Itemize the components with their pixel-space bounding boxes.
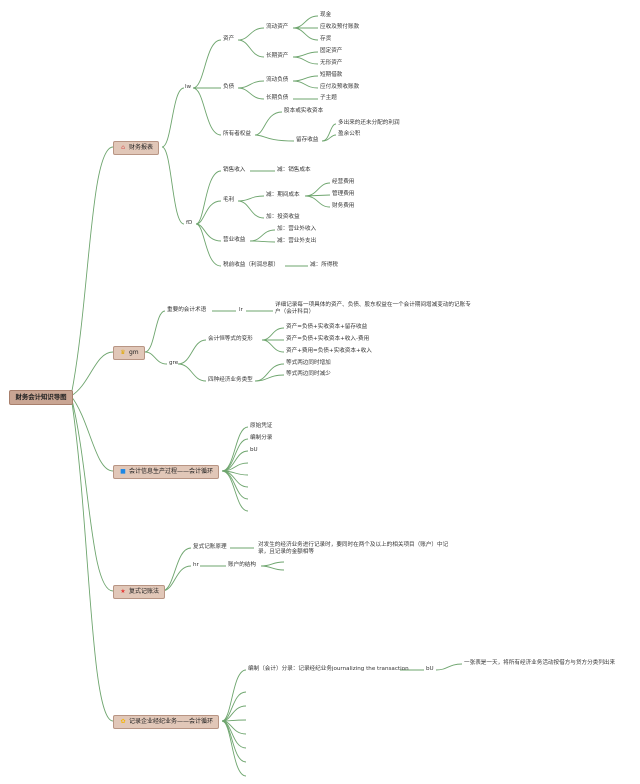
node-long-term-liabilities[interactable]: 长期负债 — [266, 95, 289, 101]
node-double-entry-description[interactable]: 对发生的经济业务进行记录时，要同时在两个及以上的相关项目（账户）中记录，且记录的… — [258, 542, 449, 555]
node-journalizing[interactable]: 编制（会计）分录：记录经纪业务journalizing the transact… — [248, 666, 409, 672]
node-lw[interactable]: lw — [185, 84, 192, 90]
node-less-non-operating-expense[interactable]: 减：营业外支出 — [277, 238, 317, 244]
node-intangible-assets[interactable]: 无形资产 — [320, 60, 343, 66]
node-less-income-tax[interactable]: 减：所得税 — [310, 262, 338, 268]
node-account-description[interactable]: 详细记录每一项具体的资产、负债、股东权益在一个会计期间增减变动的记账专户（会计科… — [275, 302, 471, 315]
node-pretax-income[interactable]: 税前收益（利润总额） — [223, 262, 279, 268]
node-less-period-costs[interactable]: 减：期间成本 — [266, 192, 300, 198]
trophy-icon: ♛ — [120, 349, 126, 356]
star-icon: ★ — [120, 588, 126, 595]
node-account-structure[interactable]: 账户的结构 — [228, 562, 256, 568]
node-equation-2[interactable]: 资产=负债+实收资本+收入-费用 — [286, 336, 370, 342]
node-plus-investment-income[interactable]: 加：投资收益 — [266, 214, 300, 220]
node-receivables[interactable]: 应收及预付账款 — [320, 24, 360, 30]
branch-record-business[interactable]: ✿记录企业经纪业务——会计循环 — [113, 715, 220, 729]
node-current-assets[interactable]: 流动资产 — [266, 24, 289, 30]
node-operating-expenses[interactable]: 经营费用 — [332, 179, 355, 185]
node-four-transaction-types[interactable]: 四种经济业务类型 — [208, 377, 253, 383]
node-both-sides-decrease[interactable]: 等式两边同时减少 — [286, 371, 331, 377]
node-journal-entries[interactable]: 编制分录 — [250, 435, 273, 441]
branch-label: 财务报表 — [129, 144, 154, 151]
node-plus-non-operating-income[interactable]: 加：营业外收入 — [277, 226, 317, 232]
node-inventory[interactable]: 存货 — [320, 36, 332, 42]
node-fixed-assets[interactable]: 固定资产 — [320, 48, 343, 54]
node-admin-expenses[interactable]: 管理费用 — [332, 191, 355, 197]
ribbon-icon: ✿ — [120, 718, 126, 725]
node-payables[interactable]: 应付及预收账款 — [320, 84, 360, 90]
node-equation-variants[interactable]: 会计恒等式的变形 — [208, 336, 253, 342]
node-long-term-assets[interactable]: 长期资产 — [266, 53, 289, 59]
node-surplus-reserve[interactable]: 盈余公积 — [338, 131, 361, 137]
branch-label: 复式记账法 — [129, 588, 160, 595]
node-gre[interactable]: gre — [169, 360, 179, 366]
node-less-cost-of-sales[interactable]: 减：销售成本 — [277, 167, 311, 173]
node-fD[interactable]: fD — [186, 220, 193, 226]
node-operating-income[interactable]: 营业收益 — [223, 237, 246, 243]
node-subtopic[interactable]: 子主题 — [320, 95, 337, 101]
node-equation-1[interactable]: 资产=负债+实收资本+留存收益 — [286, 324, 368, 330]
node-equation-3[interactable]: 资产+费用=负债+实收资本+收入 — [286, 348, 372, 354]
node-double-entry-principle[interactable]: 复式记账原理 — [193, 544, 227, 550]
node-retained-earnings[interactable]: 留存收益 — [296, 137, 319, 143]
node-source-documents[interactable]: 原始凭证 — [250, 423, 273, 429]
node-financial-expenses[interactable]: 财务费用 — [332, 203, 355, 209]
node-cash[interactable]: 现金 — [320, 12, 332, 18]
node-hr[interactable]: hr — [193, 562, 199, 568]
node-current-liabilities[interactable]: 流动负债 — [266, 77, 289, 83]
node-lr[interactable]: lr — [239, 307, 243, 313]
node-daily-sheet[interactable]: 一张表是一天，将所有经济业务活动按借方与贷方分类列出来 — [464, 660, 616, 666]
node-gross-profit[interactable]: 毛利 — [223, 197, 235, 203]
node-share-capital[interactable]: 股本或实收资本 — [284, 108, 324, 114]
branch-double-entry[interactable]: ★复式记账法 — [113, 585, 166, 599]
node-undistributed-profit[interactable]: 多出来的还未分配的利润 — [338, 120, 400, 126]
house-icon: ⌂ — [121, 144, 125, 151]
node-liabilities[interactable]: 负债 — [223, 84, 235, 90]
node-short-term-loans[interactable]: 短期借款 — [320, 72, 343, 78]
branch-label: gm — [129, 349, 139, 356]
node-sales-revenue[interactable]: 销售收入 — [223, 167, 246, 173]
node-bU[interactable]: bU — [250, 447, 258, 453]
node-bU-2[interactable]: bU — [426, 666, 434, 672]
branch-financial-statements[interactable]: ⌂ 财务报表 — [113, 141, 160, 155]
root-node[interactable]: 财务会计知识导图 — [9, 390, 73, 405]
node-owners-equity[interactable]: 所有者权益 — [223, 131, 251, 137]
square-icon: ■ — [120, 468, 126, 475]
node-both-sides-increase[interactable]: 等式两边同时增加 — [286, 360, 331, 366]
branch-label: 会计信息生产过程——会计循环 — [129, 468, 214, 475]
branch-accounting-cycle[interactable]: ■会计信息生产过程——会计循环 — [113, 465, 220, 479]
branch-gm[interactable]: ♛gm — [113, 346, 145, 360]
node-assets[interactable]: 资产 — [223, 36, 235, 42]
node-important-terms[interactable]: 重要的会计术语 — [167, 307, 207, 313]
branch-label: 记录企业经纪业务——会计循环 — [129, 718, 214, 725]
